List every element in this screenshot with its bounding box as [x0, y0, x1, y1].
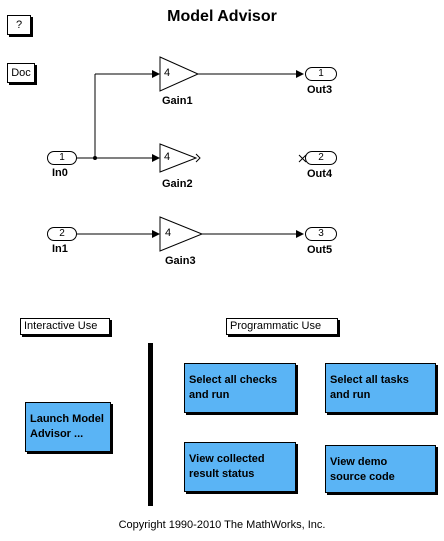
gain3-block: [159, 216, 204, 252]
out5-port[interactable]: 3: [305, 227, 337, 241]
out5-label: Out5: [307, 244, 333, 256]
gain2-unconnected-output: [195, 153, 201, 163]
in1-port[interactable]: 2: [47, 227, 77, 241]
in1-label: In1: [52, 243, 68, 255]
section-divider: [148, 343, 153, 506]
out4-unconnected-marker: [298, 154, 307, 163]
gain3-label: Gain3: [165, 255, 196, 267]
gain3-value[interactable]: 4: [165, 227, 172, 239]
launch-model-advisor-button[interactable]: Launch Model Advisor ...: [25, 402, 111, 452]
gain2-label: Gain2: [162, 178, 193, 190]
gain2-block: [159, 143, 198, 173]
select-all-tasks-button[interactable]: Select all tasks and run: [325, 363, 436, 413]
view-demo-source-button[interactable]: View demo source code: [325, 445, 436, 493]
programmatic-use-label: Programmatic Use: [226, 318, 338, 335]
out3-label: Out3: [307, 84, 333, 96]
interactive-use-label: Interactive Use: [20, 318, 110, 335]
out3-port[interactable]: 1: [305, 67, 337, 81]
select-all-checks-button[interactable]: Select all checks and run: [184, 363, 296, 413]
out4-port[interactable]: 2: [305, 151, 337, 165]
gain2-value[interactable]: 4: [164, 151, 171, 163]
copyright-text: Copyright 1990-2010 The MathWorks, Inc.: [118, 519, 326, 531]
help-button[interactable]: ?: [7, 15, 31, 35]
gain1-label: Gain1: [162, 95, 193, 107]
page-title: Model Advisor: [167, 8, 277, 25]
doc-button[interactable]: Doc: [7, 63, 35, 83]
out4-label: Out4: [307, 168, 333, 180]
in0-port[interactable]: 1: [47, 151, 77, 165]
in0-label: In0: [52, 167, 68, 179]
gain1-value[interactable]: 4: [164, 67, 171, 79]
view-result-status-button[interactable]: View collected result status: [184, 442, 296, 492]
gain1-block: [159, 56, 200, 92]
